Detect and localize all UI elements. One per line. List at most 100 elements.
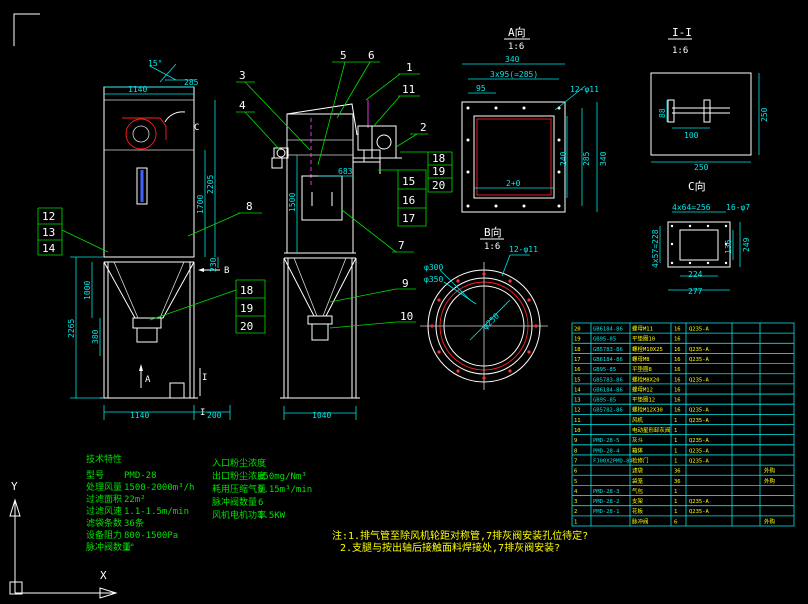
parts-cell-no: 8 (574, 448, 577, 454)
parts-cell-mat: Q235-A (689, 509, 710, 515)
callout-20-right: 20 (432, 179, 445, 192)
parts-cell-qty: 1 (674, 509, 677, 515)
parts-cell-name: 气包 (632, 487, 644, 495)
spec-right-label: 入口粉尘浓度 (212, 457, 266, 469)
spec-value: 800-1500Pa (124, 531, 178, 541)
parts-cell-qty: 1 (674, 418, 677, 424)
parts-cell-name: 电动星形卸灰阀 (632, 426, 671, 434)
dim-front-bottom-width: 1140 (130, 411, 149, 420)
view-c: C向 (667, 179, 731, 268)
parts-cell-name: 平垫圈10 (632, 335, 655, 343)
dim-a-3x95: 3x95(=285) (490, 70, 538, 79)
dim-s1-250h: 250 (694, 163, 709, 172)
dim-b-300: φ300 (424, 263, 443, 272)
parts-cell-no: 13 (574, 398, 581, 404)
parts-cell-mat: Q235-A (689, 408, 710, 414)
parts-cell-mat: Q235-A (689, 448, 710, 454)
parts-cell-code: FJ00X2PMD-84 (593, 458, 633, 464)
callout-19-front: 19 (240, 302, 253, 315)
section-i-scale: 1:6 (672, 46, 688, 56)
spec-right-value: ≤50mg/Nm³ (258, 472, 307, 482)
marker-i-label-1: I (202, 373, 207, 383)
section-i-title: I-I (672, 26, 692, 39)
section-i-i: I-I 1:6 88 100 250 250 (650, 26, 769, 172)
parts-cell-no: 1 (574, 519, 577, 525)
spec-label: 处理风量 (86, 481, 122, 493)
dim-s1-250v: 250 (760, 107, 769, 122)
parts-cell-name: 箱体 (632, 446, 644, 454)
dim-a-340: 340 (505, 55, 520, 64)
parts-cell-code: PMD-28-1 (593, 509, 620, 515)
parts-cell-mat: Q235-A (689, 377, 710, 383)
spec-label: 滤袋条数 (86, 517, 122, 529)
marker-c-label: C (194, 123, 199, 133)
parts-cell-qty: 36 (674, 479, 681, 485)
view-c-dimensions: 4x64=256 16-φ7 4x57=228 136 249 224 277 (651, 203, 751, 296)
parts-cell-qty: 16 (674, 398, 681, 404)
dim-front-230: 230 (209, 257, 218, 272)
ucs-y-label: Y (11, 480, 18, 493)
dim-side-1500: 1500 (288, 193, 297, 212)
parts-cell-code: GB95-85 (593, 367, 616, 373)
spec-label: 型号 (86, 470, 104, 481)
parts-cell-no: 16 (574, 367, 581, 373)
dim-side-683: 683 (338, 167, 353, 176)
view-a-scale: 1:6 (508, 42, 524, 52)
parts-cell-qty: 1 (674, 499, 677, 505)
dim-s1-88: 88 (658, 108, 667, 118)
callout-11: 11 (402, 83, 415, 96)
parts-cell-no: 12 (574, 408, 581, 414)
dim-a-12holes: 12-φ11 (570, 85, 599, 94)
parts-cell-no: 6 (574, 469, 577, 475)
dim-c-4x57: 4x57=228 (651, 229, 660, 268)
parts-cell-code: GB5783-86 (593, 347, 623, 353)
parts-cell-code: PMD-28-2 (593, 499, 620, 505)
parts-cell-name: 螺栓M12X30 (632, 406, 663, 414)
parts-cell-no: 7 (574, 458, 577, 464)
parts-cell-name: 灰斗 (632, 436, 644, 444)
note-line-1: 注:1.排气管至除风机轮距对称管,7排灰阀安装孔位待定? (332, 529, 588, 542)
dim-front-1000: 1000 (83, 281, 92, 300)
parts-cell-mat: Q235-A (689, 418, 710, 424)
parts-cell-qty: 36 (674, 469, 681, 475)
parts-cell-no: 9 (574, 438, 577, 444)
callout-12: 12 (42, 210, 55, 223)
parts-cell-name: 螺栓M10X25 (632, 345, 663, 353)
parts-cell-no: 18 (574, 347, 581, 353)
callout-numbers: 3 4 5 6 1 11 2 18 19 20 15 16 17 7 8 9 1… (42, 49, 445, 333)
dim-a-285v: 285 (582, 151, 591, 166)
parts-cell-mat: Q235-A (689, 499, 710, 505)
parts-cell-name: 支架 (632, 497, 644, 505)
callout-19-right: 19 (432, 165, 445, 178)
parts-cell-code: GB6184-86 (593, 327, 623, 333)
parts-cell-name: 滤袋 (632, 467, 644, 475)
parts-cell-code: PMD-28-3 (593, 489, 620, 495)
ucs-x-label: X (100, 569, 107, 582)
spec-label: 脉冲阀数量 (86, 541, 131, 553)
parts-cell-name: 检修门 (632, 456, 649, 464)
parts-cell-code: GB5782-86 (593, 408, 623, 414)
parts-cell-qty: 1 (674, 448, 677, 454)
callout-18-front: 18 (240, 284, 253, 297)
spec-label: 过滤面积 (86, 493, 122, 505)
parts-cell-qty: 16 (674, 408, 681, 414)
view-a-title: A向 (508, 25, 526, 39)
parts-cell-name: 花板 (632, 507, 644, 515)
parts-cell-no: 14 (574, 387, 581, 393)
spec-right-label: 出口粉尘浓度 (212, 470, 266, 482)
view-a-dimensions: 340 3x95(=285) 95 12-φ11 240 285 340 2+0 (462, 55, 608, 212)
parts-cell-name: 平垫圈12 (632, 396, 655, 404)
dim-s1-100: 100 (684, 131, 699, 140)
specs-title: 技术特性 (86, 453, 122, 465)
dim-front-2265: 2265 (67, 319, 76, 338)
dim-c-224: 224 (688, 270, 703, 279)
dim-front-380: 380 (91, 329, 100, 344)
dim-front-2205: 2205 (206, 175, 215, 194)
marker-b-label: B (224, 266, 229, 276)
parts-cell-code: GB95-85 (593, 398, 616, 404)
spec-right-label: 脉冲阀数量 (212, 496, 257, 508)
spec-value: 1500-2000m³/h (124, 483, 194, 493)
parts-cell-qty: 6 (674, 519, 677, 525)
spec-value: 1.1-1.5m/min (124, 507, 189, 517)
